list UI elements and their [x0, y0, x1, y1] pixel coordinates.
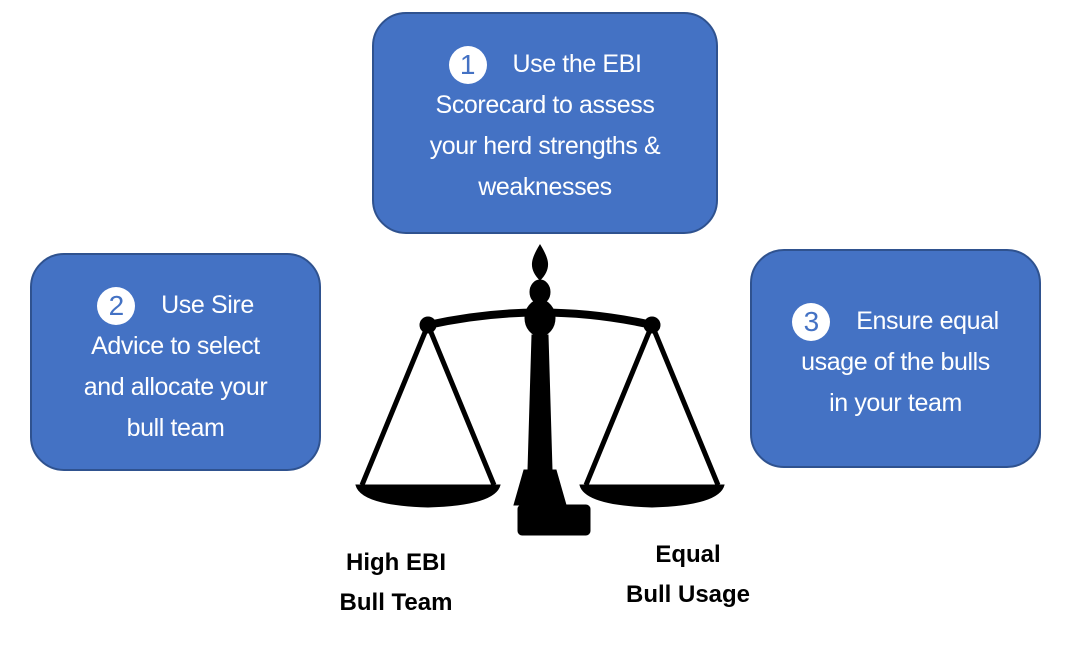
left-pan-label: High EBI Bull Team	[316, 543, 476, 623]
step-text: your herd strengths &	[429, 132, 661, 160]
step-number-badge: 2	[97, 287, 136, 326]
step-text: weaknesses	[478, 173, 612, 201]
step-text: Advice to select	[91, 332, 260, 360]
step-text: bull team	[126, 414, 225, 442]
step-text: Ensure equal	[856, 307, 999, 335]
step-1-box: 1 Use the EBI Scorecard to assess your he…	[372, 12, 718, 234]
step-text: and allocate your	[83, 373, 268, 401]
step-text: Scorecard to assess	[435, 91, 655, 119]
step-text: in your team	[829, 389, 962, 417]
label-line: Bull Usage	[625, 581, 751, 608]
label-line: Equal	[655, 541, 721, 568]
step-text: Use the EBI	[512, 50, 642, 78]
label-line: Bull Team	[339, 589, 453, 616]
step-text: Use Sire	[161, 291, 254, 319]
step-text: usage of the bulls	[801, 348, 990, 376]
step-3-box: 3 Ensure equal usage of the bulls in your…	[750, 249, 1041, 468]
step-number-badge: 1	[448, 46, 487, 85]
label-line: High EBI	[346, 549, 446, 576]
step-number-badge: 3	[792, 303, 831, 342]
right-pan-label: Equal Bull Usage	[608, 535, 768, 615]
step-2-box: 2 Use Sire Advice to select and allocate …	[30, 253, 321, 471]
